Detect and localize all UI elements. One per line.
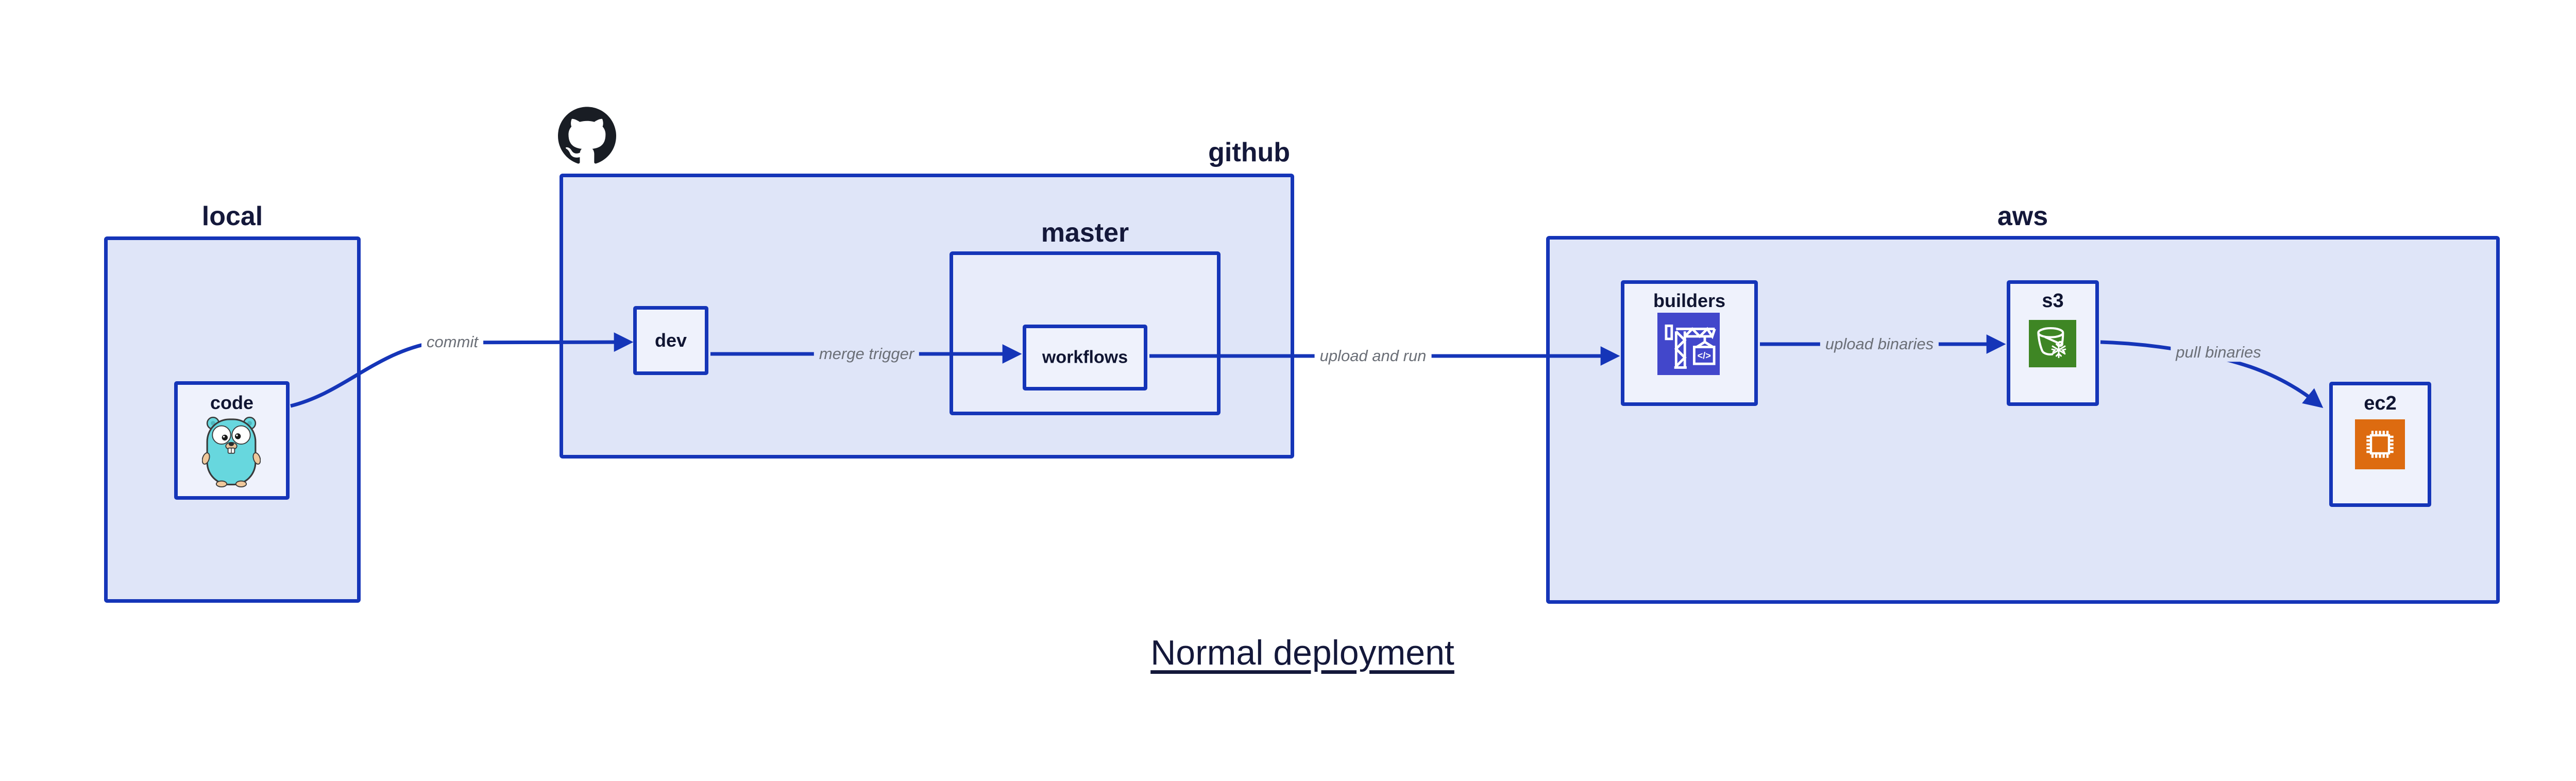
s3-glacier-bucket-icon bbox=[2029, 320, 2076, 367]
edge-label-pull-binaries: pull binaries bbox=[2171, 343, 2266, 362]
github-octocat-icon bbox=[558, 107, 616, 164]
s3-node-box: s3 bbox=[2007, 280, 2099, 406]
ec2-chip-icon bbox=[2355, 419, 2405, 469]
workflows-node-label: workflows bbox=[1042, 347, 1128, 367]
edge-label-upload-binaries: upload binaries bbox=[1820, 335, 1939, 353]
s3-node-label: s3 bbox=[2042, 290, 2064, 312]
go-gopher-icon bbox=[202, 416, 261, 487]
local-container-label: local bbox=[201, 201, 263, 231]
edge-label-merge-trigger: merge trigger bbox=[814, 345, 920, 363]
builders-node-label: builders bbox=[1653, 290, 1726, 311]
codebuild-crane-icon: </> bbox=[1657, 313, 1720, 375]
github-container-label: github bbox=[1208, 138, 1290, 167]
dev-node-box: dev bbox=[633, 306, 708, 375]
codebuild-code-glyph: </> bbox=[1698, 351, 1711, 361]
dev-node-label: dev bbox=[654, 330, 687, 351]
code-node-label: code bbox=[210, 392, 254, 413]
diagram-title: Normal deployment bbox=[1150, 633, 1454, 672]
master-container-label: master bbox=[1041, 218, 1129, 248]
edge-label-commit: commit bbox=[421, 333, 483, 351]
workflows-node-box: workflows bbox=[1023, 325, 1147, 390]
edge-label-upload-and-run: upload and run bbox=[1314, 347, 1432, 365]
ec2-node-label: ec2 bbox=[2364, 393, 2397, 414]
aws-container-label: aws bbox=[1997, 201, 2048, 231]
